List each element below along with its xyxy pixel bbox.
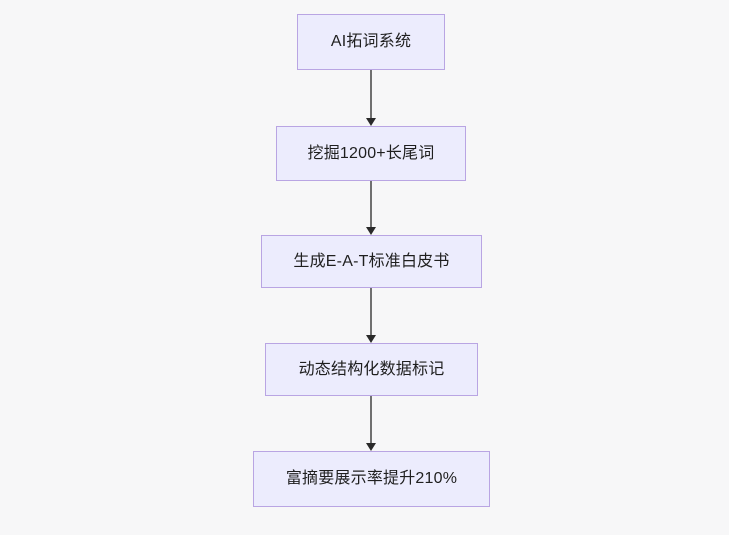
flow-edge-n3-n4 (365, 288, 377, 343)
flow-node-generate-eat-whitepaper[interactable]: 生成E-A-T标准白皮书 (261, 235, 482, 288)
flow-node-label: 动态结构化数据标记 (298, 360, 445, 378)
arrowhead-down-icon (366, 118, 376, 126)
edge-shaft (370, 396, 372, 444)
flow-node-dynamic-structured-data-markup[interactable]: 动态结构化数据标记 (265, 343, 478, 396)
flow-node-ai-keyword-system[interactable]: AI拓词系统 (297, 14, 445, 70)
edge-shaft (370, 288, 372, 336)
flow-node-mine-longtail-keywords[interactable]: 挖掘1200+长尾词 (276, 126, 466, 181)
arrowhead-down-icon (366, 443, 376, 451)
edge-shaft (370, 70, 372, 119)
flow-node-label: AI拓词系统 (330, 33, 412, 51)
flow-edge-n2-n3 (365, 181, 377, 235)
flow-edge-n4-n5 (365, 396, 377, 451)
flow-node-rich-snippet-impression-lift[interactable]: 富摘要展示率提升210% (253, 451, 490, 507)
flow-edge-n1-n2 (365, 70, 377, 126)
arrowhead-down-icon (366, 227, 376, 235)
flow-node-label: 生成E-A-T标准白皮书 (293, 252, 450, 270)
flow-node-label: 富摘要展示率提升210% (285, 470, 458, 488)
arrowhead-down-icon (366, 335, 376, 343)
edge-shaft (370, 181, 372, 228)
flow-node-label: 挖掘1200+长尾词 (307, 144, 435, 162)
